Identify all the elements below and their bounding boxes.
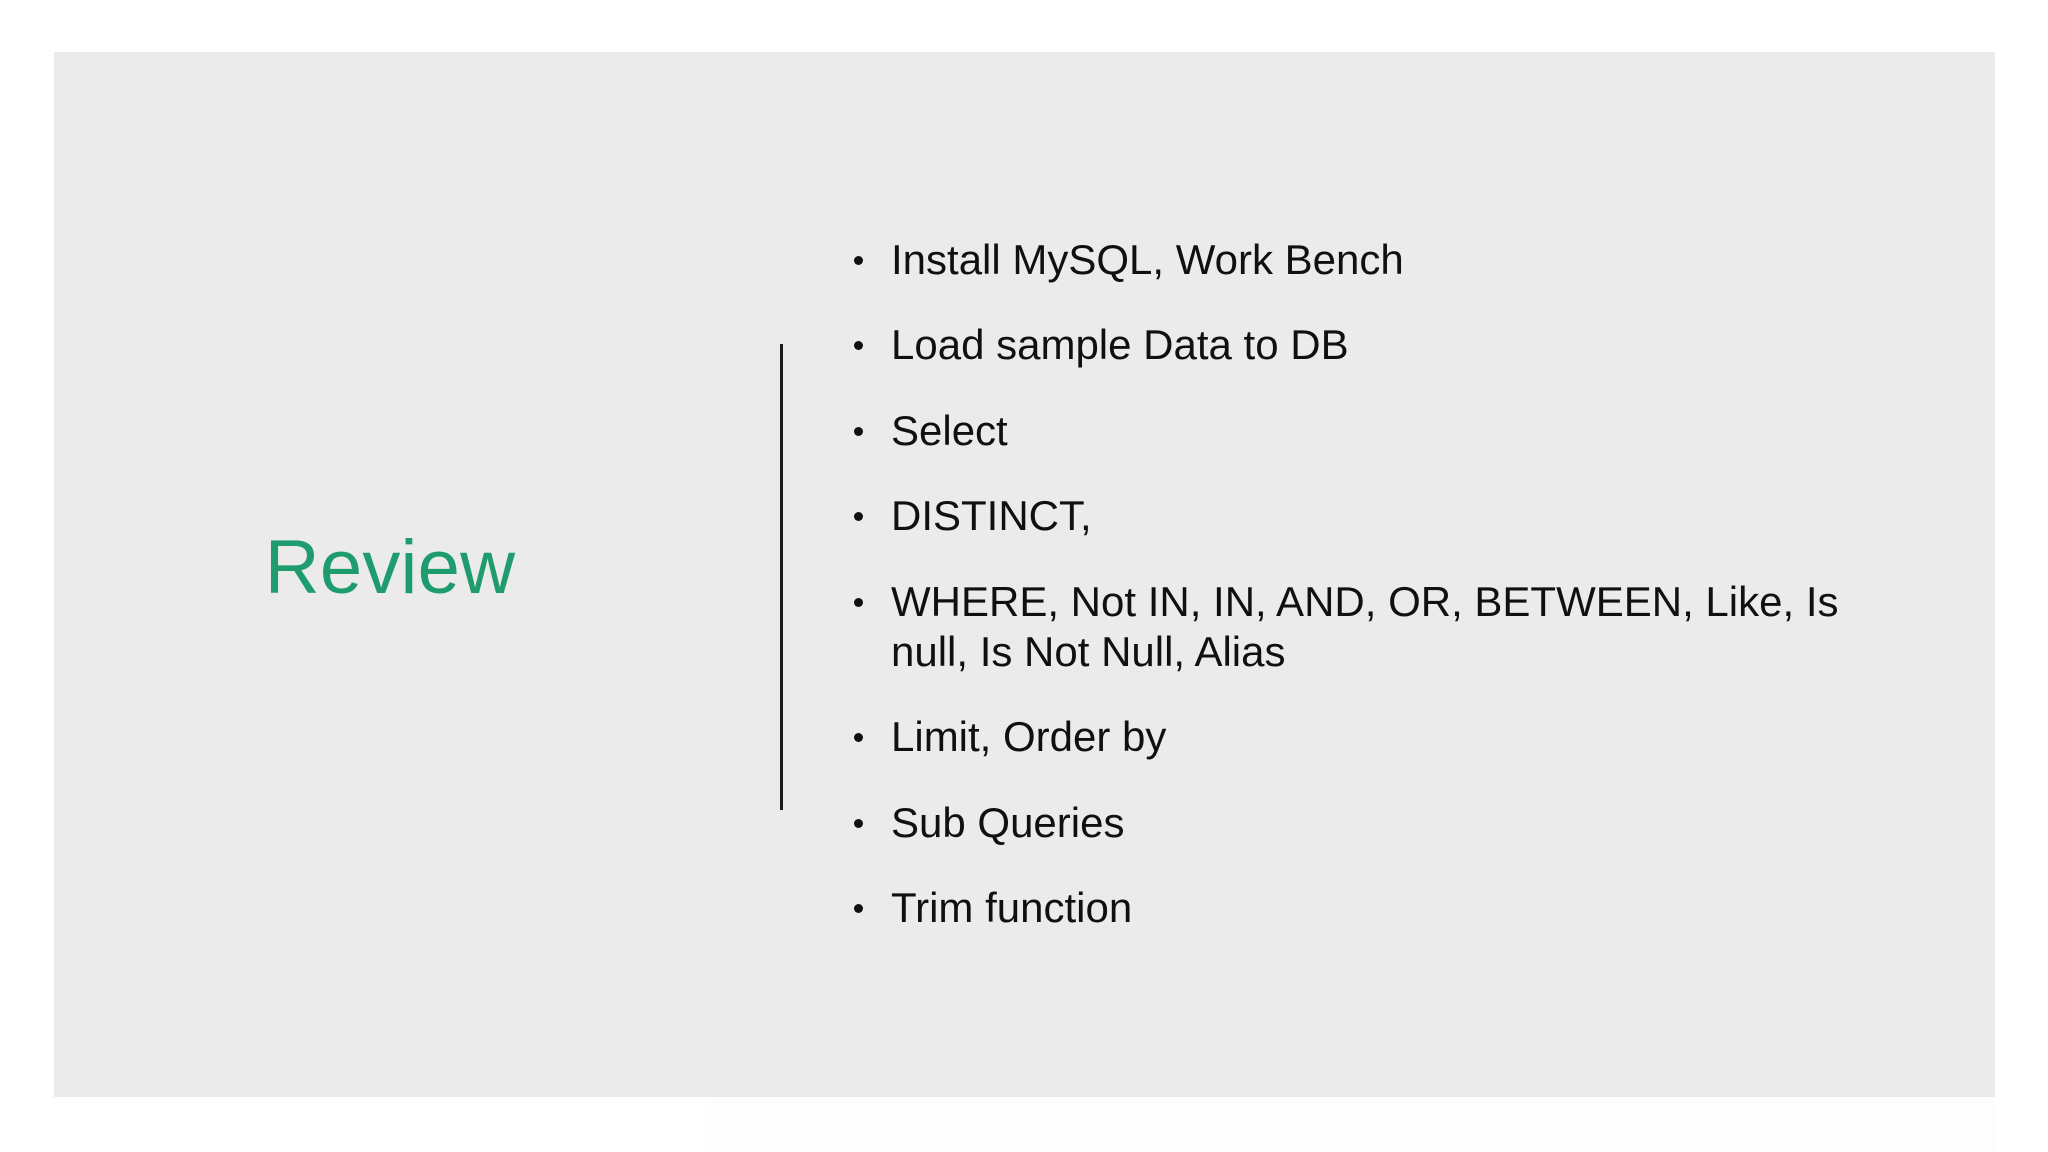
bullet-dot-icon [854, 733, 863, 743]
vertical-divider-line [780, 344, 783, 810]
list-item: Limit, Order by [844, 712, 1919, 762]
list-item: Load sample Data to DB [844, 320, 1919, 370]
list-item-label: Install MySQL, Work Bench [891, 236, 1404, 283]
list-item: Trim function [844, 883, 1919, 933]
slide-title: Review [264, 525, 516, 610]
list-item-label: Sub Queries [891, 798, 1125, 846]
bullet-dot-icon [854, 256, 863, 265]
list-item: DISTINCT, [844, 491, 1919, 541]
list-item-label: Trim function [891, 884, 1133, 932]
slide-content-panel: Review Install MySQL, Work Bench Load sa… [54, 52, 1995, 1097]
title-column: Review [54, 52, 780, 1097]
list-item-label: Select [891, 406, 1008, 454]
list-item: WHERE, Not IN, IN, AND, OR, BETWEEN, Lik… [844, 577, 1919, 678]
review-topics-list: Install MySQL, Work Bench Load sample Da… [844, 235, 1919, 934]
bullet-dot-icon [854, 512, 863, 522]
list-item-label: WHERE, Not IN, IN, AND, OR, BETWEEN, Lik… [891, 577, 1839, 675]
list-item: Select [844, 406, 1919, 456]
list-item-label: DISTINCT, [891, 492, 1092, 540]
bullet-dot-icon [854, 904, 863, 914]
bullet-dot-icon [854, 818, 863, 828]
bullet-dot-icon [854, 426, 863, 436]
page-underlay [705, 1097, 1995, 1152]
list-item: Install MySQL, Work Bench [844, 235, 1919, 285]
bullet-dot-icon [854, 341, 863, 351]
list-item-label: Limit, Order by [891, 713, 1167, 761]
bullet-column: Install MySQL, Work Bench Load sample Da… [844, 235, 1919, 934]
list-item-label: Load sample Data to DB [891, 321, 1349, 369]
bullet-dot-icon [854, 597, 863, 607]
list-item: Sub Queries [844, 798, 1919, 848]
